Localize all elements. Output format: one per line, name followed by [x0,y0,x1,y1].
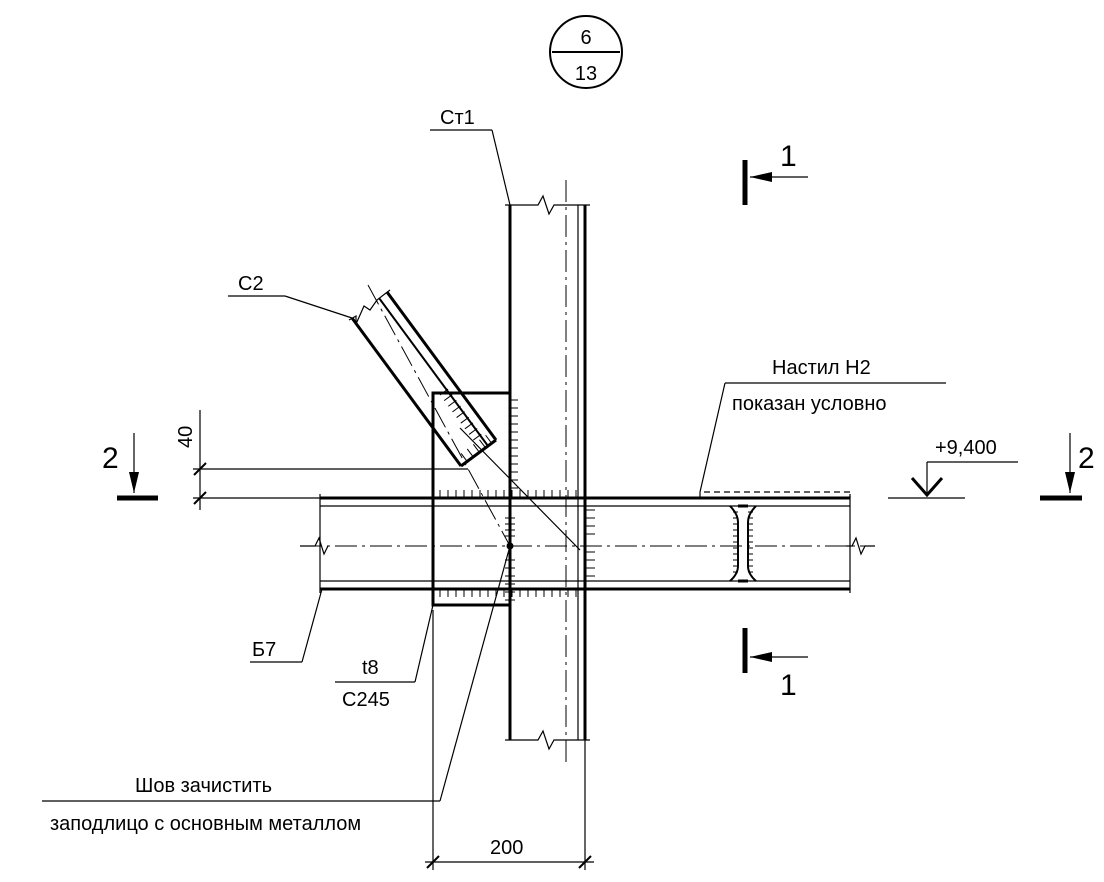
section-1-top-label: 1 [780,140,797,173]
node-number: 6 [580,27,591,49]
node-sheet: 13 [575,63,597,85]
column-label: Ст1 [440,107,475,129]
section-1-bottom: 1 [742,628,808,702]
label-beam: Б7 [250,588,323,663]
weld-note-line2: заподлицо с основным металлом [50,813,361,835]
column-st1 [505,180,590,765]
section-2-left-label: 2 [102,442,119,475]
elevation-value: +9,400 [935,437,997,459]
dimension-plate-height: 40 [175,410,468,510]
section-2-right: 2 [1040,433,1095,501]
weld-marks [439,388,753,601]
section-2-left: 2 [102,433,158,501]
beam-b7 [300,494,875,593]
beam-label: Б7 [252,639,276,661]
decking-line1: Настил Н2 [772,357,871,379]
section-2-right-label: 2 [1078,442,1095,475]
dimension-40: 40 [175,426,197,448]
brace-label: С2 [238,273,264,295]
label-column: Ст1 [430,107,511,206]
label-plate: t8 С245 [335,604,434,711]
node-reference-bubble: 6 13 [549,15,623,89]
section-1-bottom-label: 1 [780,669,797,702]
section-1-top: 1 [742,140,808,205]
dimension-200: 200 [490,837,523,859]
label-weld-note: Шов зачистить заподлицо с основным метал… [42,545,511,835]
elevation-mark: +9,400 [888,437,1018,499]
plate-thickness: t8 [362,657,379,679]
brace-c2 [348,284,581,551]
weld-note-line1: Шов зачистить [135,775,272,797]
label-brace: С2 [228,273,353,319]
plate-steel: С245 [342,689,390,711]
decking-line2: показан условно [732,393,887,415]
label-decking: Настил Н2 показан условно [699,357,946,493]
decking-h2 [699,491,851,498]
dimension-plate-width: 200 [425,610,594,870]
